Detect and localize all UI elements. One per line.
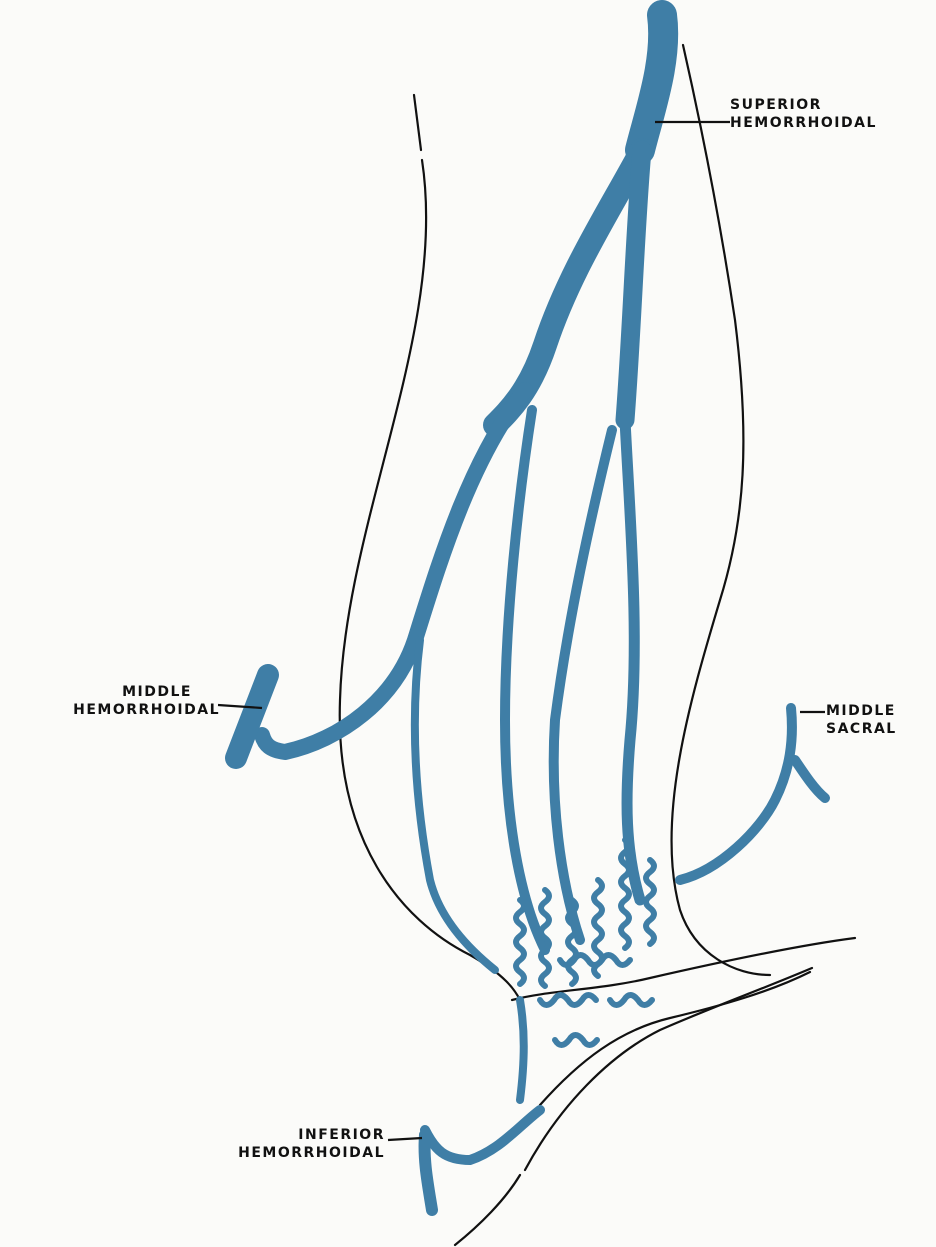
label-superior-line1: SUPERIOR: [730, 96, 877, 114]
inferior-hemorrhoidal-vessel: [425, 1110, 540, 1160]
inferior-rise: [520, 1000, 524, 1100]
label-middle-sacral: MIDDLE SACRAL: [826, 702, 897, 738]
superior-hemorrhoidal-trunk: [640, 15, 663, 150]
vessels: [236, 15, 825, 1210]
middle-sacral-vessel: [680, 708, 792, 880]
label-middle-sacral-line2: SACRAL: [826, 720, 897, 738]
middle-sacral-fork: [795, 760, 825, 798]
label-middle-sacral-line1: MIDDLE: [826, 702, 897, 720]
label-middle-hemorrhoidal-line2: HEMORRHOIDAL: [8, 701, 220, 719]
label-superior-hemorrhoidal: SUPERIOR HEMORRHOIDAL: [730, 96, 877, 132]
descending-branch-3: [554, 430, 612, 940]
label-inferior-line2: HEMORRHOIDAL: [180, 1144, 385, 1162]
label-inferior-hemorrhoidal: INFERIOR HEMORRHOIDAL: [180, 1126, 385, 1162]
descending-branch-2: [505, 410, 545, 950]
descending-branch-4: [625, 420, 640, 900]
label-middle-hemorrhoidal-line1: MIDDLE: [8, 683, 220, 701]
branch-to-middle-hemorrhoidal: [262, 390, 525, 752]
leader-inferior: [388, 1138, 422, 1140]
label-superior-line2: HEMORRHOIDAL: [730, 114, 877, 132]
label-inferior-line1: INFERIOR: [180, 1126, 385, 1144]
label-middle-hemorrhoidal: MIDDLE HEMORRHOIDAL: [8, 683, 220, 719]
leader-lines: [218, 122, 825, 1140]
descending-branch-1: [415, 640, 495, 970]
